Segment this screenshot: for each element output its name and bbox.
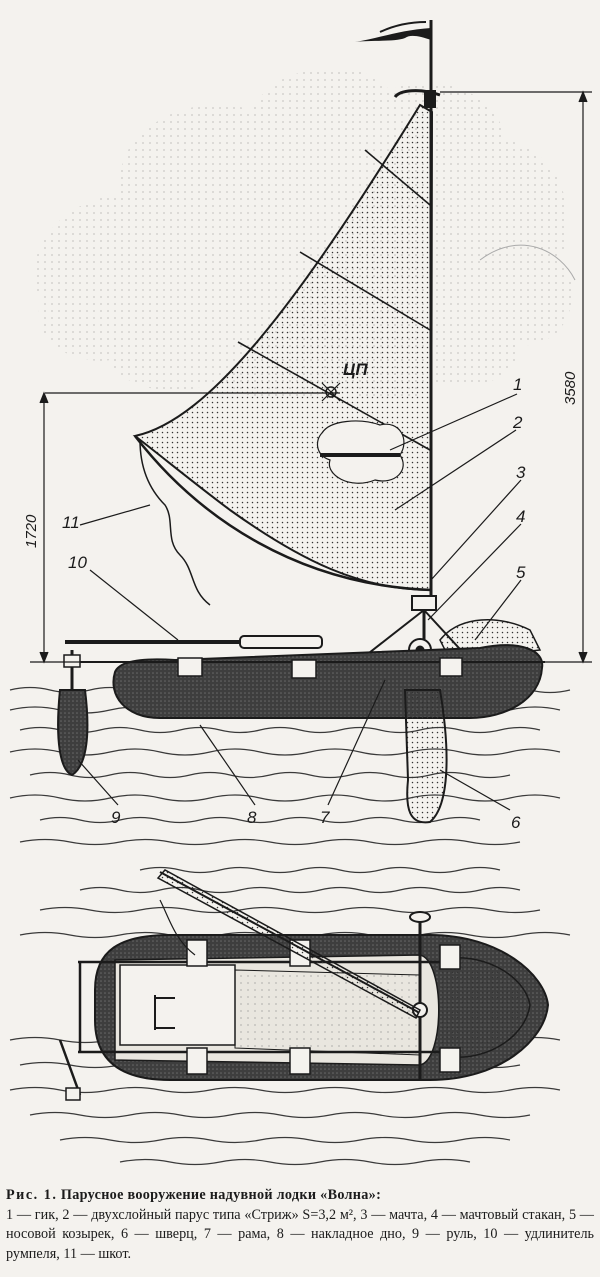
center-of-pressure-label: ЦП bbox=[343, 360, 368, 379]
center-of-pressure-marker: ЦП bbox=[321, 360, 368, 402]
boom-height-dimension: 1720 bbox=[23, 514, 40, 548]
callout-3: 3 bbox=[516, 463, 526, 482]
callout-2: 2 bbox=[512, 413, 523, 432]
callout-10: 10 bbox=[68, 553, 87, 572]
callout-labels: 1 2 3 4 5 6 7 8 9 10 11 bbox=[62, 375, 526, 832]
callout-5: 5 bbox=[516, 563, 526, 582]
callout-4: 4 bbox=[516, 507, 525, 526]
mast-height-dimension: 3580 bbox=[562, 371, 579, 405]
hull-top-view bbox=[58, 869, 550, 1101]
callout-7: 7 bbox=[320, 808, 330, 827]
centerboard bbox=[403, 689, 448, 824]
tiller-extension bbox=[65, 635, 323, 649]
callout-11: 11 bbox=[62, 513, 80, 532]
dimension-lines bbox=[30, 90, 592, 664]
cloud-background bbox=[34, 67, 576, 402]
caption-figure-number: Рис. 1. bbox=[6, 1187, 58, 1203]
hull-side-view bbox=[65, 644, 545, 719]
callout-9: 9 bbox=[111, 808, 121, 827]
rudder bbox=[57, 650, 89, 777]
callout-6: 6 bbox=[511, 813, 521, 832]
mast bbox=[355, 20, 441, 610]
sail bbox=[132, 103, 434, 592]
callout-8: 8 bbox=[247, 808, 257, 827]
sheet-line bbox=[139, 439, 211, 606]
callout-leaders bbox=[77, 393, 522, 811]
figure-caption: Рис. 1. Парусное вооружение надувной лод… bbox=[6, 1186, 594, 1264]
caption-title: Парусное вооружение надувной лодки «Волн… bbox=[60, 1187, 382, 1203]
callout-1: 1 bbox=[513, 375, 522, 394]
caption-legend: 1 — гик, 2 — двухслойный парус типа «Стр… bbox=[6, 1206, 594, 1262]
sailing-rig-diagram: ЦП bbox=[9, 20, 592, 1166]
